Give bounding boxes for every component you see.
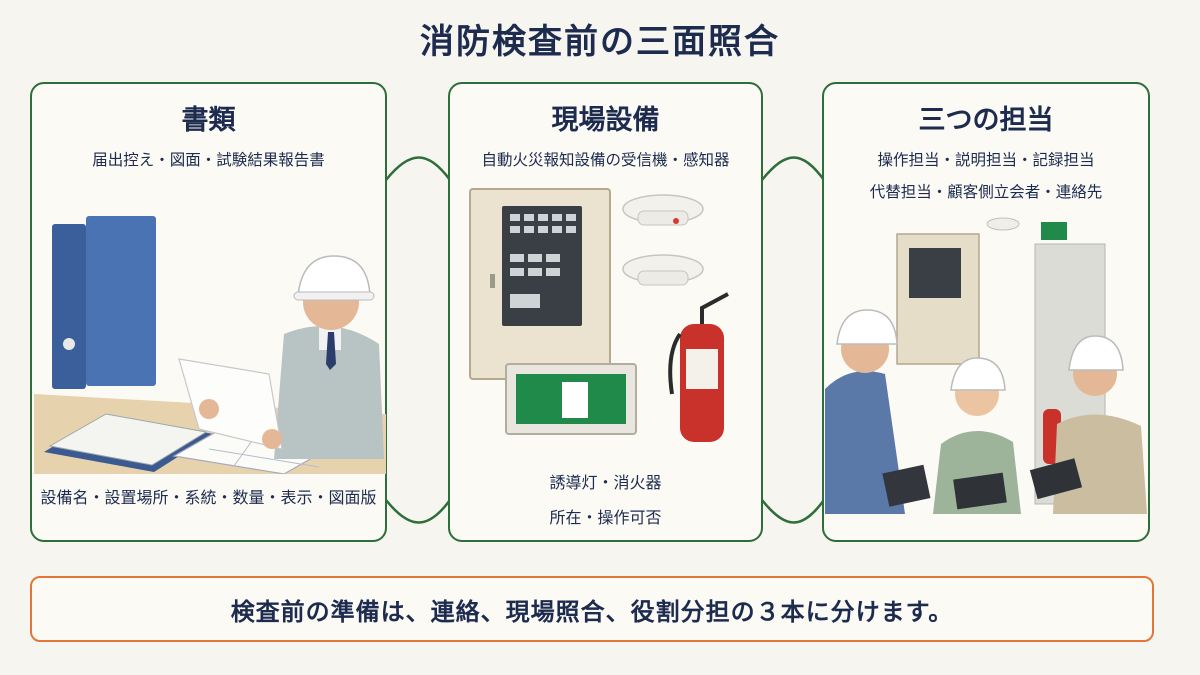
panel-documents-note: 設備名・設置場所・系統・数量・表示・図面版 — [40, 488, 377, 507]
panel-site-equipment: 現場設備 自動火災報知設備の受信機・感知器 誘導灯・消火器 所在・操作可否 — [448, 82, 763, 542]
worker-hand — [199, 399, 219, 419]
panel-staff-subtitle-line1: 操作担当・説明担当・記録担当 — [877, 151, 1095, 169]
worker-middle-helmet — [950, 357, 1006, 391]
worker-body — [274, 326, 384, 459]
page-title: 消防検査前の三面照合 — [420, 22, 780, 62]
receiver-handle — [490, 274, 495, 288]
detector-2-base — [637, 270, 689, 286]
panel-site-subtitle: 自動火災報知設備の受信機・感知器 — [481, 151, 730, 169]
extinguisher-hose — [668, 292, 729, 395]
binder-spine — [52, 224, 86, 389]
summary-banner: 検査前の準備は、連絡、現場照合、役割分担の３本に分けます。 — [30, 576, 1154, 642]
connector-right-bottom — [761, 499, 826, 524]
ceiling-detector — [986, 217, 1020, 231]
document-review-illustration — [34, 216, 386, 474]
worker-left-tablet — [882, 464, 931, 507]
panel-documents: 書類 届出控え・図面・試験結果報告書 設備名・設置場所・系統・数量・表示・図面版 — [30, 82, 387, 542]
receiver-indicators — [510, 214, 576, 308]
worker-left-helmet — [836, 309, 898, 345]
worker-right-helmet — [1068, 335, 1124, 371]
helmet — [297, 255, 371, 297]
panel-documents-heading: 書類 — [181, 105, 236, 136]
binder-ring-hole — [63, 338, 75, 350]
worker-tie — [326, 332, 336, 370]
site-equipment-illustration — [469, 188, 729, 442]
panel-three-roles: 三つの担当 操作担当・説明担当・記録担当 代替担当・顧客側立会者・連絡先 — [822, 82, 1150, 542]
connector-left-bottom — [385, 499, 452, 524]
worker-right-clipboard — [1029, 458, 1083, 500]
small-exit-sign — [1041, 222, 1067, 240]
held-paper — [178, 358, 283, 450]
exit-sign-door — [562, 382, 588, 418]
worker-hand-2 — [262, 429, 282, 449]
detector-1-led — [673, 218, 679, 224]
connector-left-top — [385, 156, 452, 181]
open-binder-pages — [48, 413, 208, 466]
wall-receiver-display — [909, 248, 961, 298]
worker-right-body — [1053, 414, 1147, 514]
helmet-brim — [293, 291, 375, 301]
panel-site-heading: 現場設備 — [551, 105, 660, 136]
worker-middle-notebook — [953, 472, 1007, 510]
panel-documents-subtitle: 届出控え・図面・試験結果報告書 — [92, 151, 325, 169]
panel-site-note-line1: 誘導灯・消火器 — [549, 473, 662, 492]
detector-1-base — [637, 210, 689, 226]
panel-site-note-line2: 所在・操作可否 — [549, 508, 662, 527]
roles-illustration — [825, 217, 1147, 514]
binder-cover — [86, 216, 156, 386]
panel-staff-subtitle-line2: 代替担当・顧客側立会者・連絡先 — [869, 183, 1103, 201]
extinguisher-label — [686, 349, 718, 389]
connector-right-top — [761, 156, 826, 181]
panel-staff-heading: 三つの担当 — [918, 105, 1054, 136]
